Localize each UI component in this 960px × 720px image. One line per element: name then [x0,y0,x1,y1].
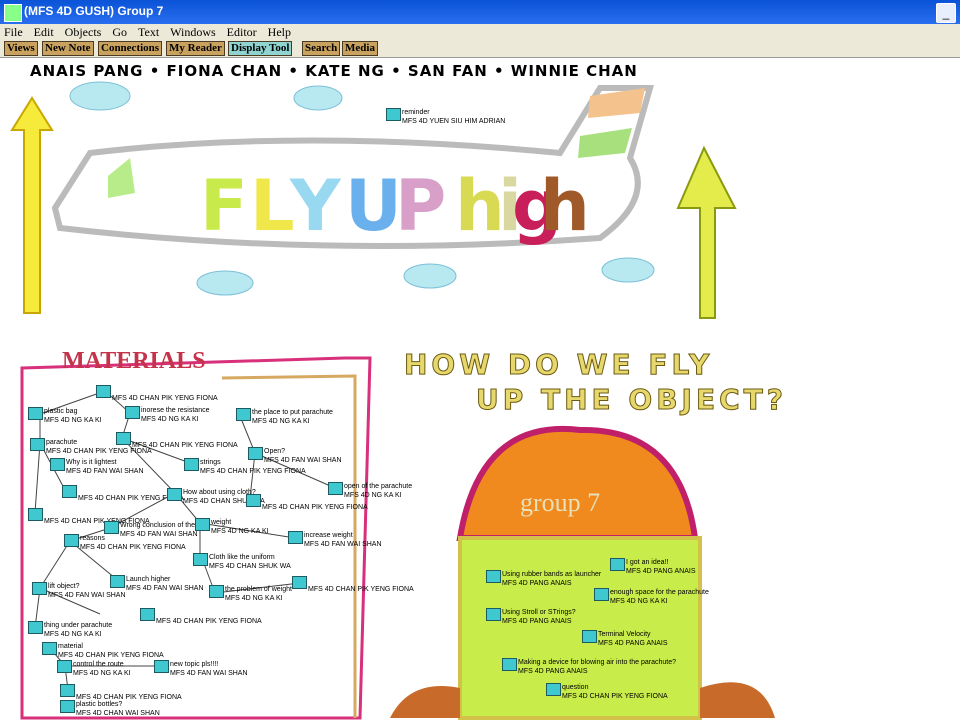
media-button[interactable]: Media [342,41,378,56]
menubar: File Edit Objects Go Text Windows Editor… [0,24,960,40]
note-icon [292,576,307,589]
menu-file[interactable]: File [4,25,23,39]
svg-text:L: L [250,165,295,247]
note-icon [594,588,609,601]
menu-objects[interactable]: Objects [64,25,102,39]
window-title: (MFS 4D GUSH) Group 7 [24,4,164,18]
question-heading-line2: UP THE OBJECT? [476,383,787,417]
menu-help[interactable]: Help [267,25,291,39]
background-drawing: F L Y U P h i g h [10,81,775,720]
note-icon [96,385,111,398]
svg-text:i: i [498,165,522,247]
note-icon [60,700,75,713]
note-icon [28,407,43,420]
svg-text:h: h [540,165,590,247]
question-heading-line1: HOW DO WE FLY [403,348,714,382]
menu-text[interactable]: Text [138,25,160,39]
note-icon [288,531,303,544]
fly-letter-f: F [200,165,248,247]
note-icon [110,575,125,588]
note-icon [64,534,79,547]
search-button[interactable]: Search [302,41,341,56]
svg-text:Y: Y [289,165,342,247]
menu-edit[interactable]: Edit [33,25,54,39]
note-icon [32,582,47,595]
materials-title: MATERIALS [62,348,206,374]
new-note-button[interactable]: New Note [42,41,94,56]
note-icon [502,658,517,671]
note-icon [62,485,77,498]
svg-text:g: g [512,165,562,247]
note-icon [582,630,597,643]
note-icon [140,608,155,621]
my-reader-button[interactable]: My Reader [166,41,225,56]
app-icon [4,4,22,22]
toolbar: Views New Note Connections My Reader Dis… [0,40,960,58]
window-titlebar: (MFS 4D GUSH) Group 7 _ [0,0,960,24]
note-icon [546,683,561,696]
menu-go[interactable]: Go [112,25,127,39]
svg-text:h: h [455,165,505,247]
note-icon [209,585,224,598]
note-icon [486,570,501,583]
note-icon [610,558,625,571]
note-icon [248,447,263,460]
menu-windows[interactable]: Windows [170,25,216,39]
note-icon [30,438,45,451]
group-member-names: ANAIS PANG • FIONA CHAN • KATE NG • SAN … [30,62,638,80]
svg-text:P: P [395,165,446,247]
views-button[interactable]: Views [4,41,38,56]
menu-editor[interactable]: Editor [226,25,257,39]
note-icon [28,508,43,521]
note-icon [328,482,343,495]
note-icon [386,108,401,121]
note-icon [246,494,261,507]
connections-button[interactable]: Connections [98,41,163,56]
note-icon [195,518,210,531]
note-icon [486,608,501,621]
note-icon [42,642,57,655]
group-label: group 7 [520,488,601,517]
note-icon [125,406,140,419]
note-icon [167,488,182,501]
svg-text:U: U [345,165,402,247]
note-icon [104,521,119,534]
note-icon [236,408,251,421]
note-icon [57,660,72,673]
note-icon [60,684,75,697]
note-icon [28,621,43,634]
display-tool-button[interactable]: Display Tool [228,41,293,56]
note-icon [154,660,169,673]
view-canvas[interactable]: F L Y U P h i g h [0,58,960,720]
minimize-button[interactable]: _ [936,3,956,23]
note-icon [116,432,131,445]
note-icon [184,458,199,471]
note-icon [50,458,65,471]
note-icon [193,553,208,566]
